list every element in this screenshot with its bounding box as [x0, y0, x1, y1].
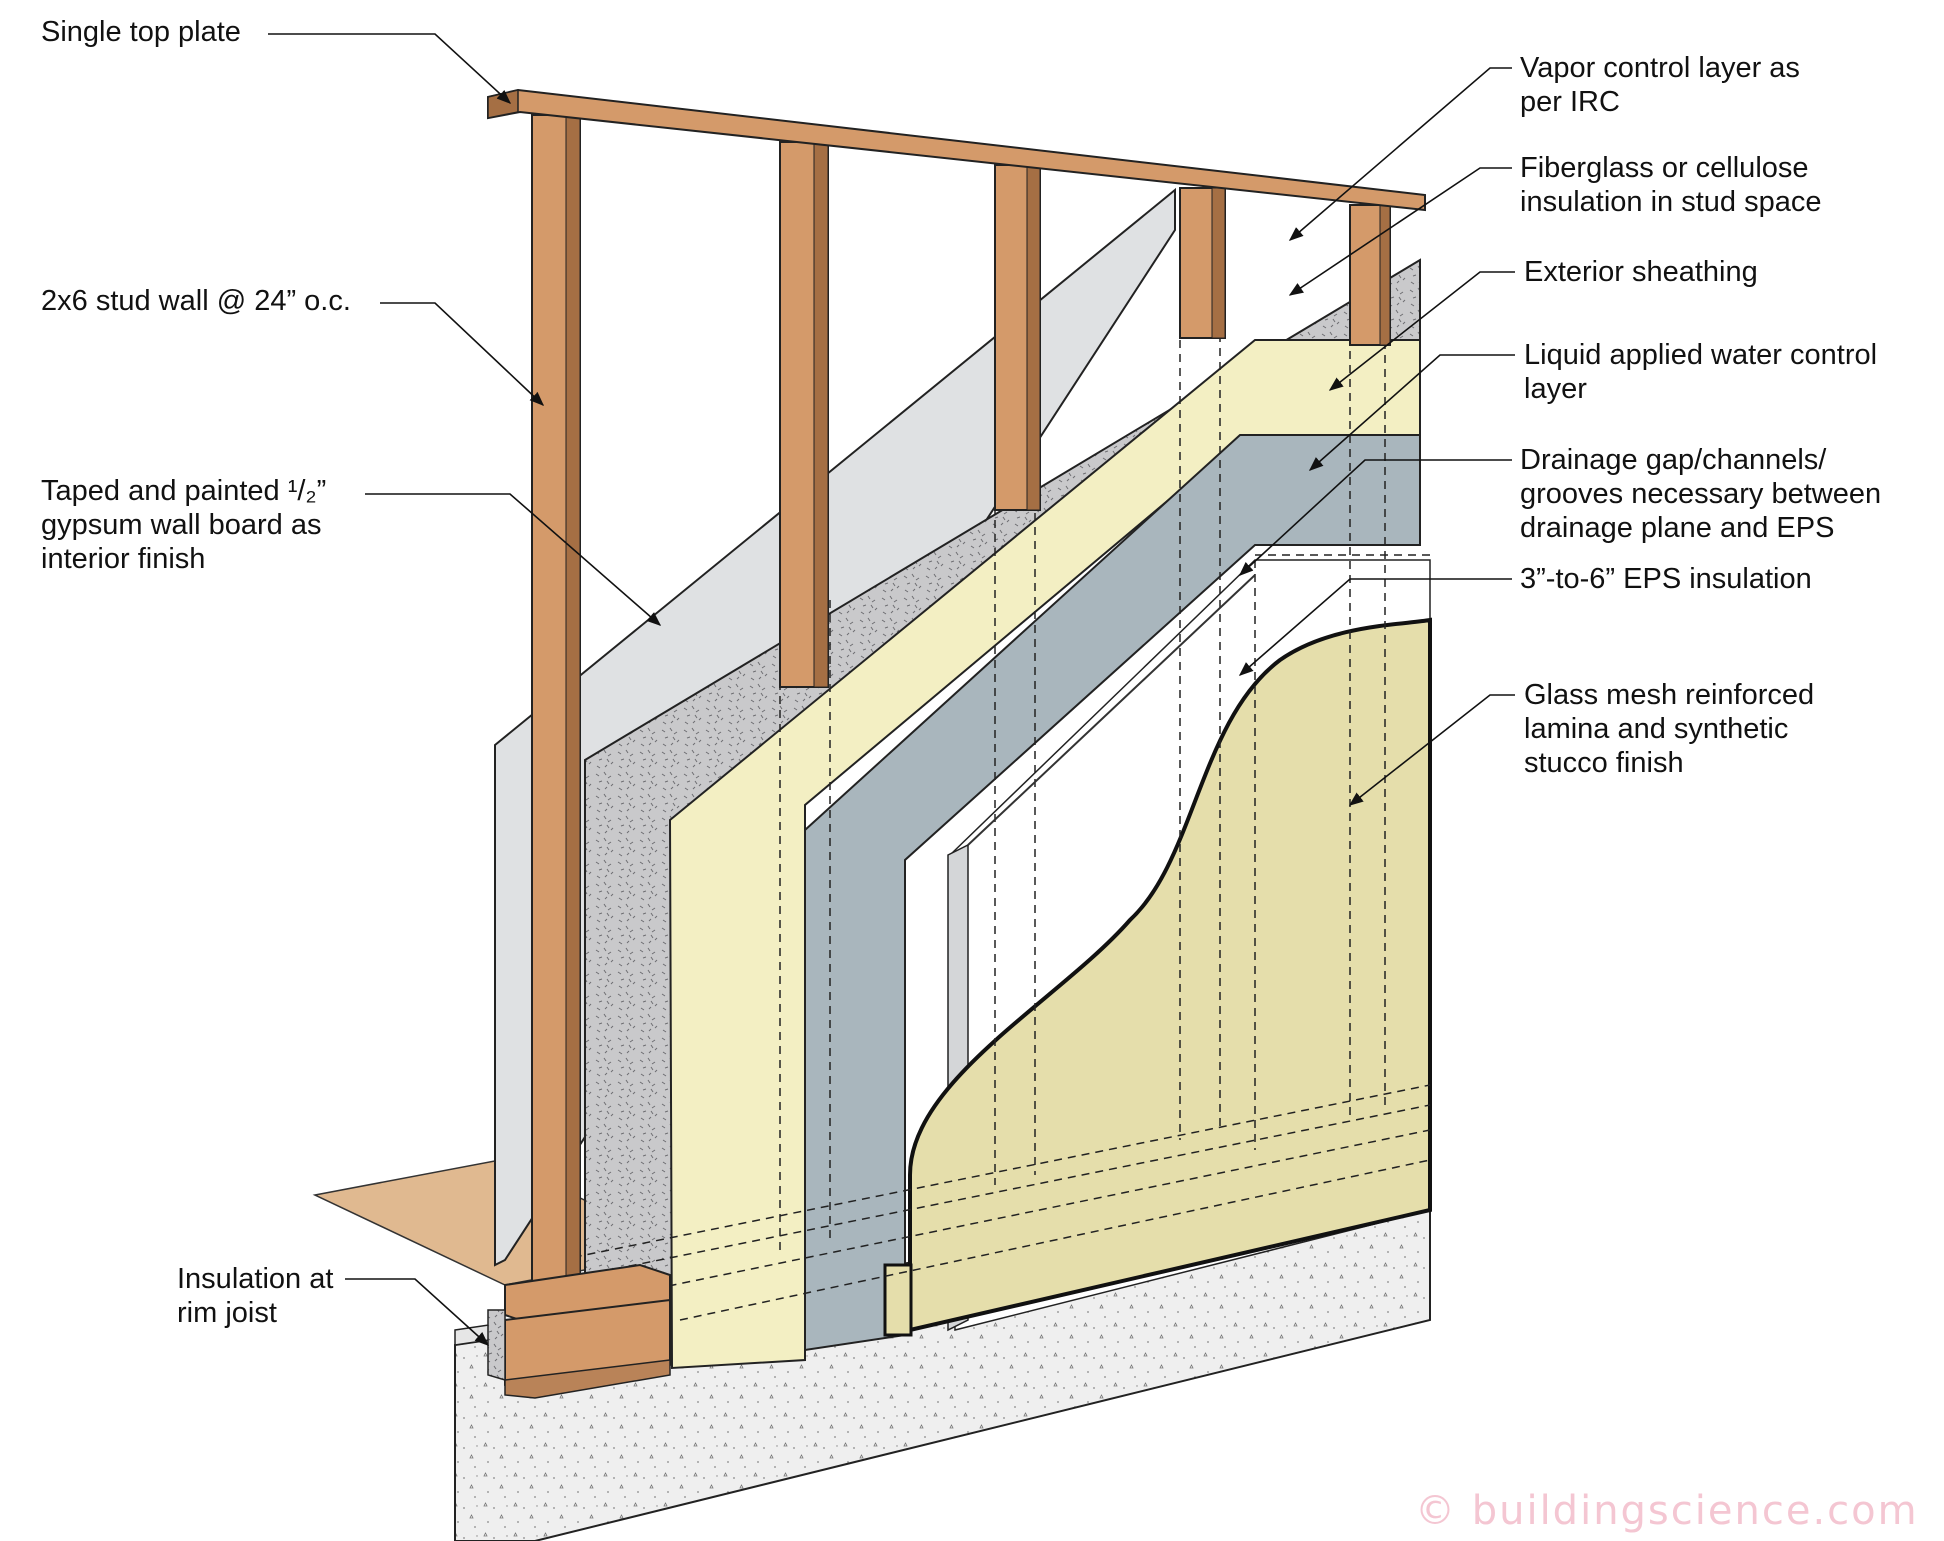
watermark: © buildingscience.com	[1415, 1488, 1919, 1534]
stud-4-side	[1211, 187, 1226, 339]
leader-top-plate	[268, 33, 512, 104]
stud-3-side	[1026, 164, 1041, 511]
leader-eps	[1238, 578, 1512, 676]
label-sheathing: Exterior sheathing	[1524, 256, 1758, 288]
label-glass-line-1: Glass mesh reinforced	[1524, 679, 1815, 711]
leader-liquid	[1308, 354, 1515, 471]
label-gypsum-line-1: Taped and painted ¹/₂”	[41, 475, 327, 507]
label-drainage-line-2: grooves necessary between	[1520, 478, 1882, 510]
stud-5-side	[1379, 204, 1391, 346]
hidden-lines	[559, 215, 1431, 1321]
label-drainage-line-3: drainage plane and EPS	[1520, 512, 1835, 544]
label-drainage-line-1: Drainage gap/channels/	[1520, 444, 1827, 476]
label-liquid-line-1: Liquid applied water control	[1524, 339, 1878, 371]
leader-sheathing	[1328, 271, 1515, 391]
leader-lines	[268, 33, 1515, 1346]
stud-1-side	[565, 114, 581, 1296]
label-glass-line-3: stucco finish	[1524, 747, 1684, 779]
label-fiberglass-line-1: Fiberglass or cellulose	[1520, 152, 1809, 184]
drainage-channels	[967, 574, 1256, 846]
label-vapor-line-2: per IRC	[1520, 86, 1620, 118]
label-gypsum-line-2: gypsum wall board as	[41, 509, 322, 541]
label-vapor-line-1: Vapor control layer as	[1520, 52, 1800, 84]
leader-vapor	[1288, 67, 1512, 241]
label-fiberglass-line-2: insulation in stud space	[1520, 186, 1822, 218]
sill-plate	[504, 1359, 671, 1399]
leader-rim	[345, 1278, 490, 1346]
leader-fiberglass	[1288, 167, 1512, 296]
leader-stud-wall	[380, 302, 545, 406]
leader-glass	[1348, 694, 1515, 806]
label-stud-wall: 2x6 stud wall @ 24” o.c.	[41, 285, 351, 317]
water-control-layer	[804, 434, 1421, 1352]
stucco-finish	[908, 617, 1432, 1333]
stud-2-side	[813, 141, 829, 688]
label-eps: 3”-to-6” EPS insulation	[1520, 563, 1812, 595]
label-single-top-plate: Single top plate	[41, 16, 241, 48]
label-gypsum-line-3: interior finish	[41, 543, 206, 575]
label-glass-line-2: lamina and synthetic	[1524, 713, 1789, 745]
leader-drainage	[1238, 459, 1512, 576]
top-plate	[487, 88, 1426, 212]
label-rim-line-2: rim joist	[177, 1297, 277, 1329]
label-liquid-line-2: layer	[1524, 373, 1587, 405]
rim-insulation	[487, 1309, 506, 1382]
stucco-base-trim	[883, 1263, 913, 1337]
label-rim-line-1: Insulation at	[177, 1263, 334, 1295]
leader-gypsum	[365, 493, 662, 626]
